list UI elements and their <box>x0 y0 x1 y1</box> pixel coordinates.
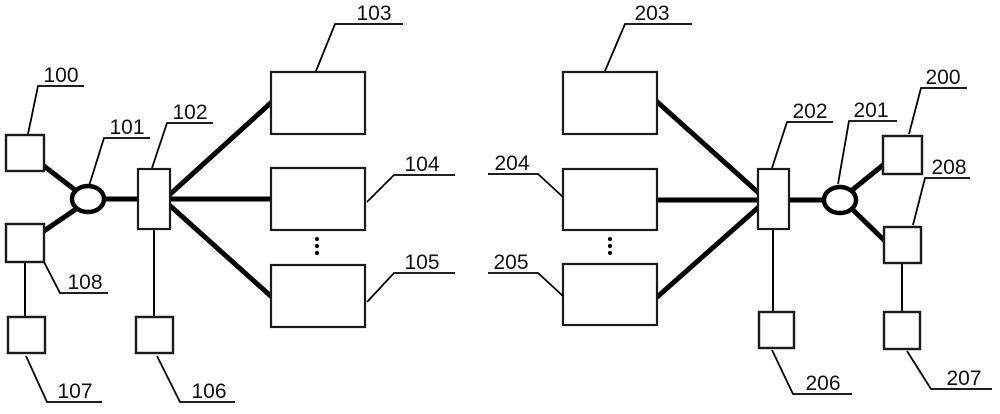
node-200-small-square <box>881 134 924 176</box>
ellipsis-layer <box>314 236 613 256</box>
label-100-leader <box>27 85 84 135</box>
label-203: 203 <box>634 2 669 25</box>
node-107-small-square <box>6 315 47 355</box>
node-203-large-box <box>561 70 659 136</box>
label-205: 205 <box>493 251 528 274</box>
node-205-large-box <box>561 262 659 327</box>
node-103-large-box <box>269 70 367 136</box>
label-205-leader <box>488 272 564 297</box>
label-201: 201 <box>853 99 888 122</box>
label-101-leader <box>88 137 150 187</box>
label-202-leader <box>771 121 833 169</box>
label-104-leader <box>366 174 455 203</box>
node-104-large-box <box>269 166 367 232</box>
label-201-leader <box>837 120 897 185</box>
label-104: 104 <box>404 153 439 176</box>
label-103-leader <box>315 23 403 72</box>
label-100: 100 <box>43 64 78 87</box>
edge-205-202 <box>654 203 763 300</box>
label-108-leader <box>43 261 108 294</box>
label-206-leader <box>771 349 852 395</box>
edge-203-202 <box>652 97 763 197</box>
edge-102-105 <box>165 201 276 301</box>
node-105-large-box <box>269 263 367 329</box>
label-202: 202 <box>792 100 827 123</box>
node-100-small-square <box>4 133 46 173</box>
edge-102-103 <box>165 98 276 199</box>
node-208-small-square <box>882 225 923 265</box>
edge-108-101 <box>39 204 81 236</box>
connection-lines-layer <box>24 97 903 318</box>
dots-right <box>607 243 613 249</box>
label-108: 108 <box>67 271 102 294</box>
node-shapes-layer <box>4 70 924 355</box>
label-107-leader <box>25 355 102 403</box>
node-204-large-box <box>561 167 659 232</box>
label-102: 102 <box>172 101 207 124</box>
leader-lines-layer <box>25 23 992 403</box>
node-102-tall-rect <box>136 167 172 231</box>
node-202-tall-rect <box>756 167 791 231</box>
dots-right <box>607 236 613 242</box>
label-207-leader <box>906 350 992 390</box>
dots-right <box>607 250 613 256</box>
label-107: 107 <box>57 380 92 403</box>
dots-left <box>314 236 320 242</box>
edge-100-101 <box>38 161 81 195</box>
label-200: 200 <box>925 66 960 89</box>
label-102-leader <box>151 122 213 169</box>
label-101: 101 <box>109 116 144 139</box>
dots-left <box>314 243 320 249</box>
node-201-hub-ellipse <box>821 184 859 216</box>
node-108-small-square <box>4 222 46 264</box>
label-103: 103 <box>356 2 391 25</box>
label-206: 206 <box>805 372 840 395</box>
node-101-hub-ellipse <box>69 183 107 215</box>
label-106-leader <box>156 355 235 403</box>
label-208: 208 <box>931 156 966 179</box>
dots-left <box>314 250 320 256</box>
node-206-small-square <box>757 310 796 350</box>
label-208-leader <box>912 177 970 226</box>
label-204-leader <box>488 173 564 198</box>
node-106-small-square <box>134 315 175 355</box>
label-105: 105 <box>404 251 439 274</box>
label-200-leader <box>908 87 967 135</box>
label-203-leader <box>604 23 692 72</box>
label-106: 106 <box>191 380 226 403</box>
node-207-small-square <box>882 310 922 351</box>
label-105-leader <box>366 272 455 303</box>
label-207: 207 <box>946 367 981 390</box>
reference-numerals-layer: 100 101 102 103 104 105 106 107 108 200 201 202 203 2… <box>43 2 981 403</box>
label-204: 204 <box>494 152 529 175</box>
edge-201-208 <box>849 206 890 246</box>
